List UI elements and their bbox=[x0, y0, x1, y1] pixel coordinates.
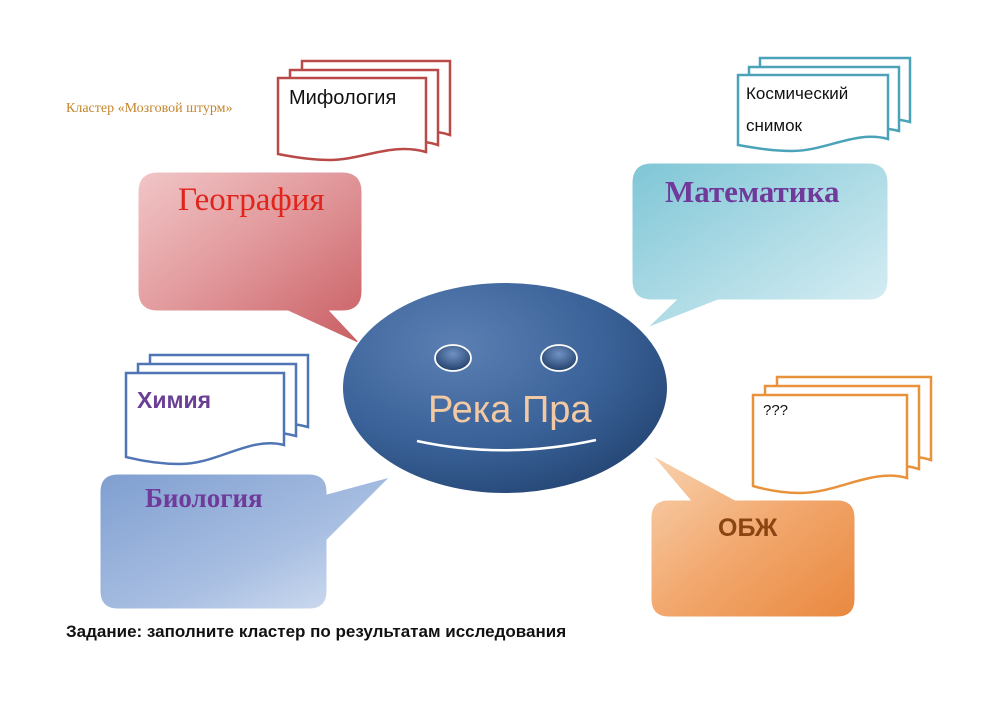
cluster-caption: Кластер «Мозговой штурм» bbox=[66, 101, 233, 116]
geography-bubble bbox=[137, 171, 363, 346]
mythology-label: Мифология bbox=[289, 87, 397, 109]
center-label: Река Пра bbox=[428, 389, 592, 431]
smile-icon bbox=[416, 438, 597, 452]
chemistry-doc-front bbox=[124, 371, 286, 466]
unknown-doc-front bbox=[751, 393, 909, 495]
mathematics-bubble bbox=[631, 162, 889, 329]
mythology-document-stack bbox=[276, 59, 452, 162]
center-face bbox=[341, 281, 669, 495]
biology-label: Биология bbox=[145, 483, 263, 513]
chemistry-label: Химия bbox=[137, 387, 212, 413]
space-doc-front bbox=[736, 73, 890, 153]
left-eye-icon bbox=[434, 344, 472, 372]
mathematics-label: Математика bbox=[665, 174, 840, 209]
center-ellipse bbox=[341, 281, 669, 495]
unknown-label: ??? bbox=[763, 402, 789, 419]
chemistry-document-stack bbox=[124, 353, 310, 466]
geography-label: География bbox=[178, 182, 325, 218]
task-instruction: Задание: заполните кластер по результата… bbox=[66, 622, 567, 641]
mythology-doc-front bbox=[276, 76, 428, 162]
obzh-label: ОБЖ bbox=[718, 514, 778, 542]
right-eye-icon bbox=[540, 344, 578, 372]
biology-bubble bbox=[99, 473, 392, 610]
unknown-document-stack bbox=[751, 375, 933, 495]
space-image-document-stack bbox=[736, 56, 912, 153]
space-image-label-line2: снимок bbox=[746, 116, 802, 135]
obzh-bubble bbox=[650, 454, 856, 618]
space-image-label-line1: Космический bbox=[746, 84, 849, 103]
